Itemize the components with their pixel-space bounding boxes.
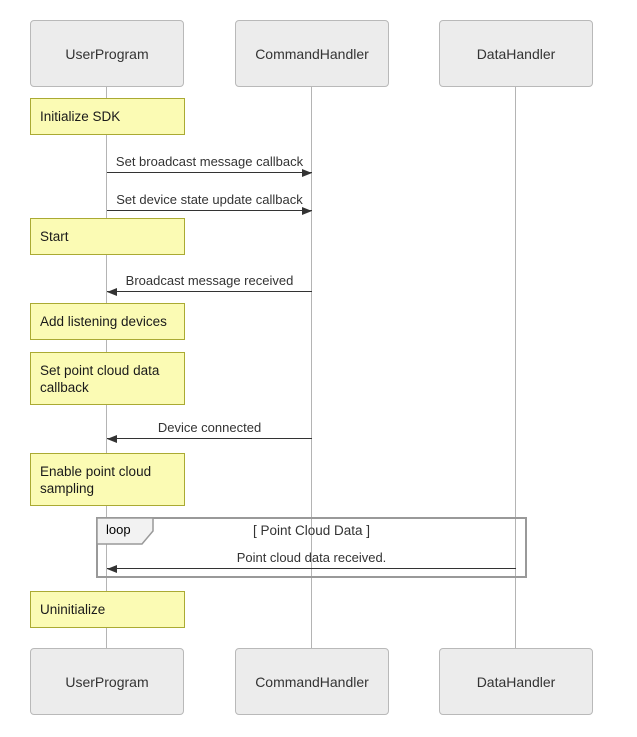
loop-guard: [ Point Cloud Data ] (252, 523, 371, 538)
message-label: Set broadcast message callback (115, 154, 304, 169)
note-text: Start (40, 229, 69, 244)
note-enable-point-cloud-sampling: Enable point cloud sampling (30, 453, 185, 506)
note-uninitialize: Uninitialize (30, 591, 185, 628)
arrowhead-right-icon (302, 169, 312, 178)
loop-tab-shape (96, 517, 154, 545)
actor-top-datahandler: DataHandler (439, 20, 593, 87)
actor-top-commandhandler: CommandHandler (235, 20, 389, 87)
message-set-broadcast-callback: Set broadcast message callback (107, 154, 312, 178)
loop-label: loop (106, 522, 131, 537)
message-label: Broadcast message received (125, 273, 294, 288)
message-label: Set device state update callback (116, 192, 303, 207)
loop-frame: loop [ Point Cloud Data ] (96, 517, 527, 578)
message-set-device-state-callback: Set device state update callback (107, 192, 312, 216)
arrowhead-left-icon (107, 435, 117, 444)
arrowhead-left-icon (107, 565, 117, 574)
message-point-cloud-received: Point cloud data received. (107, 550, 516, 574)
arrowhead-left-icon (107, 288, 117, 297)
actor-bottom-commandhandler: CommandHandler (235, 648, 389, 715)
actor-label: UserProgram (65, 673, 149, 690)
actor-label: UserProgram (65, 45, 149, 62)
actor-label: DataHandler (476, 673, 556, 690)
message-line (107, 207, 312, 216)
message-label: Device connected (157, 420, 262, 435)
note-text: Uninitialize (40, 602, 106, 617)
message-line (107, 288, 312, 297)
message-device-connected: Device connected (107, 420, 312, 444)
message-line (107, 565, 516, 574)
actor-label: DataHandler (476, 45, 556, 62)
note-start: Start (30, 218, 185, 255)
note-add-listening-devices: Add listening devices (30, 303, 185, 340)
note-initialize-sdk: Initialize SDK (30, 98, 185, 135)
note-text: Add listening devices (40, 314, 167, 329)
actor-label: CommandHandler (255, 673, 369, 690)
message-line (107, 435, 312, 444)
actor-top-userprogram: UserProgram (30, 20, 184, 87)
arrowhead-right-icon (302, 207, 312, 216)
note-text: Enable point cloud sampling (40, 463, 152, 496)
message-broadcast-received: Broadcast message received (107, 273, 312, 297)
note-text: Initialize SDK (40, 109, 121, 124)
lifeline-datahandler (515, 87, 516, 648)
message-line (107, 169, 312, 178)
loop-tab-polygon (96, 517, 154, 545)
lifeline-commandhandler (311, 87, 312, 648)
actor-label: CommandHandler (255, 45, 369, 62)
actor-bottom-userprogram: UserProgram (30, 648, 184, 715)
actor-bottom-datahandler: DataHandler (439, 648, 593, 715)
note-text: Set point cloud data callback (40, 362, 160, 395)
note-set-point-cloud-data-callback: Set point cloud data callback (30, 352, 185, 405)
message-label: Point cloud data received. (236, 550, 387, 565)
